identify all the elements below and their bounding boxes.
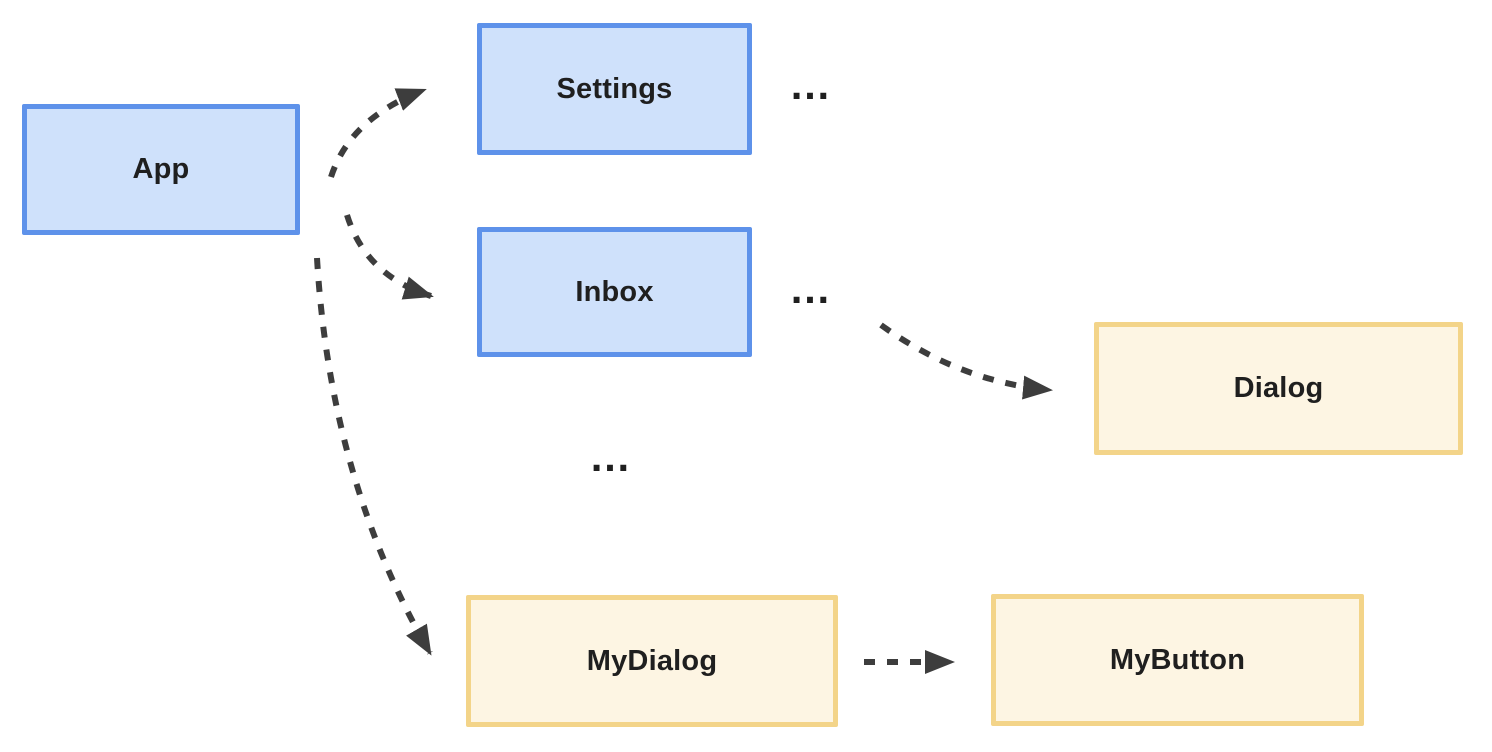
node-inbox-label: Inbox (575, 275, 654, 308)
node-settings-label: Settings (556, 72, 673, 105)
node-dialog-label: Dialog (1233, 372, 1324, 404)
node-app-label: App (132, 153, 190, 185)
node-mydialog-label: MyDialog (586, 644, 718, 677)
node-mybutton: MyButton (991, 594, 1364, 726)
edge-app-settings (328, 87, 427, 178)
edge-inbox-dialog (879, 322, 1053, 400)
node-settings: Settings (477, 23, 752, 155)
ellipsis-after-inbox: … (789, 265, 831, 312)
node-mydialog: MyDialog (466, 595, 838, 727)
node-mybutton-label: MyButton (1109, 643, 1246, 676)
edge-app-inbox (344, 214, 434, 300)
ellipsis-middle: … (589, 433, 631, 480)
node-app: App (22, 104, 300, 235)
ellipsis-after-settings: … (789, 61, 831, 108)
edge-app-mydialog (314, 257, 433, 656)
node-inbox: Inbox (477, 227, 752, 357)
node-dialog: Dialog (1094, 322, 1463, 455)
